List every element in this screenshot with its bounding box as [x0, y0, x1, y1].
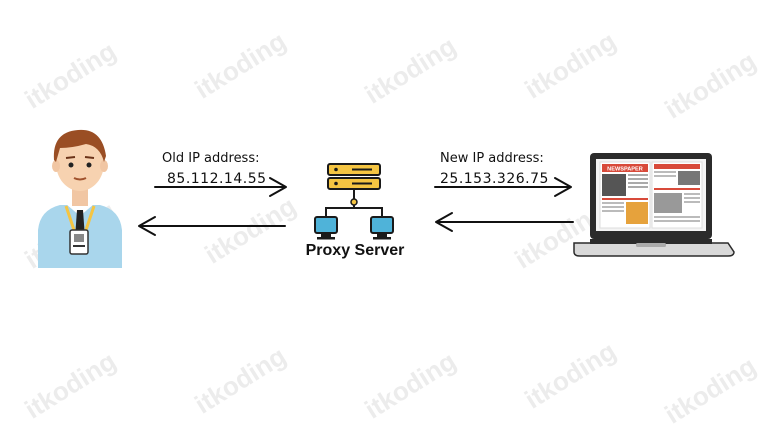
watermark-text: itkoding	[19, 35, 122, 115]
proxy-server-label: Proxy Server	[305, 242, 405, 259]
person-user-icon	[38, 129, 122, 268]
arrows-left-pair	[138, 177, 287, 236]
old-ip-label: Old IP address:	[162, 151, 260, 166]
watermark-text: itkoding	[659, 350, 762, 430]
watermark-text: itkoding	[519, 25, 622, 105]
new-ip-label: New IP address:	[440, 151, 544, 166]
old-ip-value: 85.112.14.55	[167, 171, 267, 187]
watermark-text: itkoding	[189, 340, 292, 420]
watermark-text: itkoding	[19, 345, 122, 425]
laptop-icon: NEWSPAPER	[573, 153, 735, 257]
watermark-text: itkoding	[659, 45, 762, 125]
watermark-text: itkoding	[189, 25, 292, 105]
watermark-text: itkoding	[359, 30, 462, 110]
new-ip-value: 25.153.326.75	[440, 171, 549, 187]
server-network-icon	[314, 163, 394, 240]
newspaper-title: NEWSPAPER	[607, 167, 643, 173]
arrows-right-pair	[434, 177, 574, 232]
watermark-text: itkoding	[519, 335, 622, 415]
watermark-text: itkoding	[359, 345, 462, 425]
